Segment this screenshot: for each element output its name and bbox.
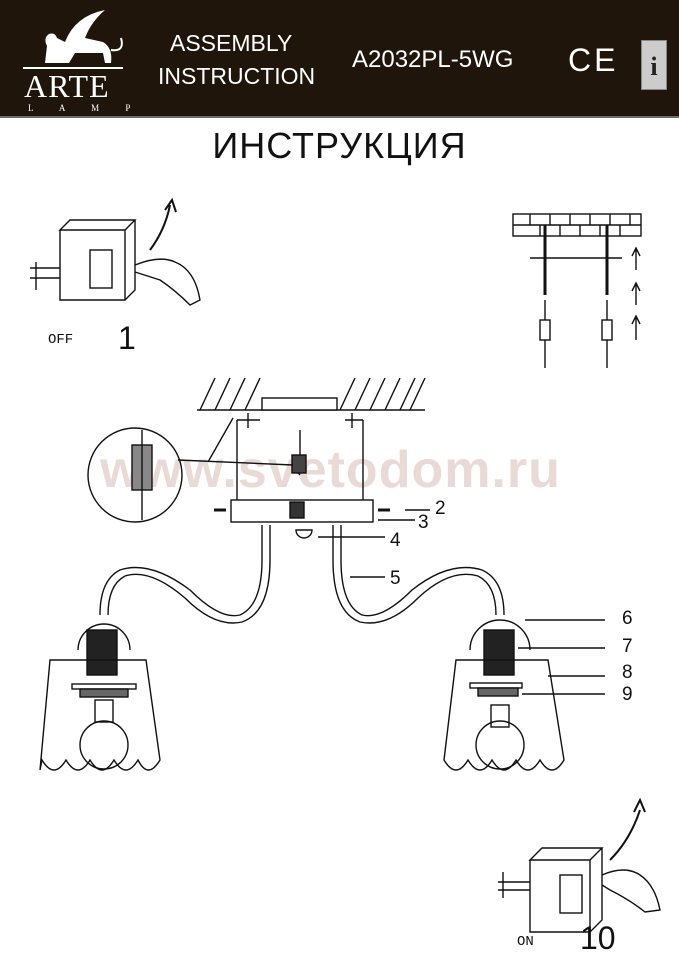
ce-mark-icon: CE (568, 42, 619, 78)
left-lamp-shade (39, 623, 161, 771)
step1-state: OFF (48, 332, 74, 348)
part-label-5: 5 (390, 568, 401, 589)
part-label-9: 9 (622, 684, 633, 705)
brand-sub: L A M P (28, 103, 143, 113)
title-line1: ASSEMBLY (170, 30, 293, 56)
part-label-7: 7 (622, 636, 633, 657)
wall-switch-off-icon (30, 197, 201, 306)
lamp-arms (99, 525, 505, 624)
winged-lion-logo-icon (45, 10, 123, 63)
title-line2: INSTRUCTION (158, 63, 316, 89)
header-bar: ARTE L A M P ASSEMBLY INSTRUCTION A2032P… (0, 0, 679, 118)
ceiling-hatch (197, 377, 426, 411)
brand-name: ARTE (24, 68, 110, 104)
part-label-4: 4 (390, 530, 401, 551)
read-manual-icon: i (641, 40, 667, 90)
part-label-8: 8 (622, 662, 633, 683)
step1-number: 1 (118, 320, 136, 356)
page-title: ИНСТРУКЦИЯ (212, 125, 467, 166)
wall-switch-on-icon (498, 797, 661, 933)
step10-number: 10 (580, 920, 616, 956)
right-lamp-shade (443, 619, 605, 771)
model-number: A2032PL-5WG (352, 46, 514, 73)
part-label-6: 6 (622, 608, 633, 629)
ceiling-mount-bracket-icon (512, 213, 642, 368)
step10-state: ON (517, 934, 534, 950)
canopy (87, 413, 430, 539)
logo-rule (23, 67, 123, 69)
part-label-3: 3 (418, 512, 429, 533)
part-label-2: 2 (435, 498, 446, 519)
